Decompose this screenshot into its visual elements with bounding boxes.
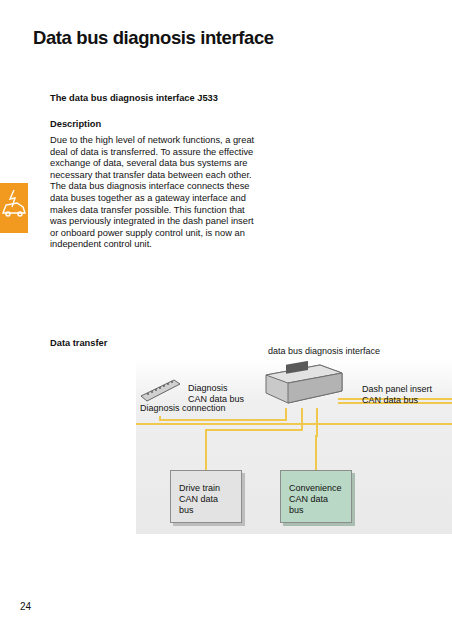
diagram-panel	[136, 358, 452, 534]
section-heading: The data bus diagnosis interface J533	[50, 93, 290, 103]
connector-pin	[147, 393, 149, 395]
connector-pin	[155, 389, 157, 391]
connector-pin	[167, 383, 169, 385]
node-text: Drive train CAN data bus	[179, 483, 235, 516]
node-text: Convenience CAN data bus	[289, 483, 345, 516]
connector-body	[141, 380, 180, 401]
body-text: Due to the high level of network functio…	[50, 135, 258, 181]
body-text: The data bus diagnosis interface connect…	[50, 181, 258, 251]
connector-pin	[163, 385, 165, 387]
bus-box: Drive train CAN data bus	[170, 470, 242, 523]
connector-pin	[171, 381, 173, 383]
car-icon	[3, 190, 25, 216]
unit-body	[266, 365, 342, 403]
connector-drawing	[138, 378, 182, 404]
page-number: 24	[20, 601, 60, 612]
chapter-tab	[0, 183, 28, 233]
bus-wires	[136, 423, 452, 425]
node-text: Diagnosis connection	[140, 403, 226, 414]
gateway-unit: data bus diagnosis interface	[262, 346, 378, 408]
connector-pin	[159, 387, 161, 389]
edge-label: Diagnosis CAN data bus	[188, 383, 248, 405]
page-title: Data bus diagnosis interface	[33, 27, 274, 49]
bus-line	[206, 408, 302, 470]
sub-heading: Description	[50, 119, 250, 129]
control-unit-drawing	[262, 361, 344, 407]
unit-front	[288, 373, 342, 403]
bus-line	[316, 408, 317, 470]
connector-pin	[151, 391, 153, 393]
node-text: data bus diagnosis interface	[268, 346, 380, 357]
sub-heading: Data transfer	[50, 338, 250, 348]
bus-box: Convenience CAN data bus	[280, 470, 352, 523]
unit-plug	[286, 361, 308, 374]
bus-label: Dash panel insert CAN data bus	[362, 384, 446, 406]
